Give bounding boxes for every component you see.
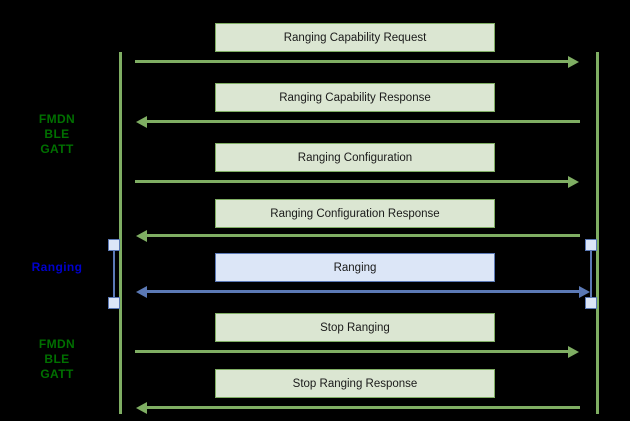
message-label: Ranging Configuration Response — [270, 207, 440, 220]
phase-label-fmdn-ble-gatt-bottom: FMDN BLE GATT — [24, 337, 90, 382]
left-activation-start-marker — [108, 239, 120, 251]
message-box-ranging-configuration-response[interactable]: Ranging Configuration Response — [215, 199, 495, 228]
message-box-stop-ranging-response[interactable]: Stop Ranging Response — [215, 369, 495, 398]
arrowhead-left-icon — [136, 229, 147, 242]
message-label: Ranging Capability Response — [279, 91, 431, 104]
phase-label-ranging: Ranging — [24, 260, 90, 275]
message-arrow-stop-ranging — [135, 345, 579, 358]
message-box-stop-ranging[interactable]: Stop Ranging — [215, 313, 495, 342]
message-box-ranging-capability-request[interactable]: Ranging Capability Request — [215, 23, 495, 52]
arrowhead-right-icon — [579, 285, 590, 298]
phase-label-line-2: BLE — [44, 127, 70, 141]
message-arrow-stop-ranging-response — [136, 401, 580, 414]
message-label: Stop Ranging Response — [292, 377, 418, 390]
message-arrow-ranging-bidirectional — [136, 285, 590, 298]
left-lifeline — [119, 52, 122, 414]
arrowhead-right-icon — [568, 55, 579, 68]
arrowhead-left-icon — [136, 401, 147, 414]
phase-label-line-1: Ranging — [31, 260, 83, 274]
right-activation-bar — [590, 250, 592, 298]
message-box-ranging[interactable]: Ranging — [215, 253, 495, 282]
right-lifeline — [596, 52, 599, 414]
message-label: Ranging — [333, 261, 377, 274]
arrowhead-left-icon — [136, 115, 147, 128]
message-box-ranging-capability-response[interactable]: Ranging Capability Response — [215, 83, 495, 112]
message-label: Stop Ranging — [320, 321, 390, 334]
left-activation-end-marker — [108, 297, 120, 309]
message-arrow-ranging-capability-response — [136, 115, 580, 128]
phase-label-line-3: GATT — [40, 367, 74, 381]
message-box-ranging-configuration[interactable]: Ranging Configuration — [215, 143, 495, 172]
message-label: Ranging Configuration — [297, 151, 413, 164]
right-activation-start-marker — [585, 239, 597, 251]
arrowhead-right-icon — [568, 345, 579, 358]
phase-label-line-1: FMDN — [38, 337, 76, 351]
phase-label-line-1: FMDN — [38, 112, 76, 126]
left-activation-bar — [113, 250, 115, 298]
arrowhead-right-icon — [568, 175, 579, 188]
arrowhead-left-icon — [136, 285, 147, 298]
phase-label-fmdn-ble-gatt-top: FMDN BLE GATT — [24, 112, 90, 157]
right-activation-end-marker — [585, 297, 597, 309]
message-arrow-ranging-capability-request — [135, 55, 579, 68]
phase-label-line-2: BLE — [44, 352, 70, 366]
phase-label-line-3: GATT — [40, 142, 74, 156]
message-label: Ranging Capability Request — [283, 31, 427, 44]
message-arrow-ranging-configuration-response — [136, 229, 580, 242]
message-arrow-ranging-configuration — [135, 175, 579, 188]
